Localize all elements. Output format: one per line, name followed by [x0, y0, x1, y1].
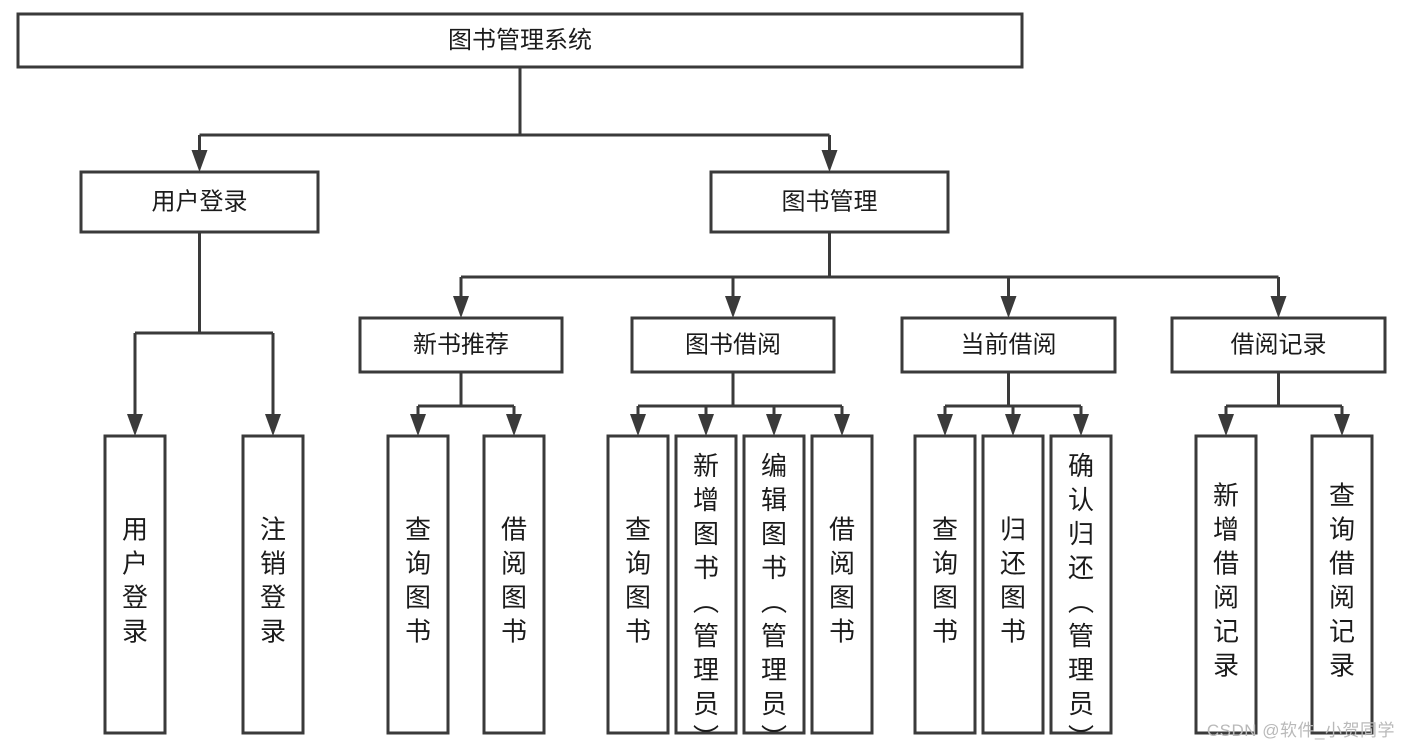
arrow-head-icon: [821, 150, 838, 172]
node-leaf-current-return[interactable]: 归还图书: [981, 434, 1045, 735]
node-box: [79, 170, 320, 234]
node-leaf-borrow-add[interactable]: 新增图书︵管理员︶: [674, 434, 738, 747]
node-box: [1194, 434, 1258, 735]
arrow-head-icon: [766, 414, 782, 436]
node-leaf-current-confirm[interactable]: 确认归还︵管理员︶: [1049, 434, 1113, 747]
node-label: 新增借阅记录: [1213, 481, 1239, 681]
node-leaf-user-logout[interactable]: 注销登录: [241, 434, 305, 735]
node-box: [913, 434, 977, 735]
arrow-head-icon: [1005, 414, 1021, 436]
node-label: 图书管理系统: [448, 27, 592, 54]
arrow-head-icon: [725, 296, 741, 318]
node-label: 图书借阅: [685, 331, 781, 358]
node-box: [674, 434, 738, 735]
connector-group: [410, 372, 522, 436]
node-box: [1049, 434, 1113, 735]
node-label: 确认归还︵管理员︶: [1068, 451, 1094, 747]
node-box: [630, 316, 836, 374]
node-label: 用户登录: [152, 188, 248, 215]
node-box: [606, 434, 670, 735]
node-current[interactable]: 当前借阅: [900, 316, 1117, 374]
node-borrow[interactable]: 图书借阅: [630, 316, 836, 374]
node-root[interactable]: 图书管理系统: [16, 12, 1024, 69]
arrow-head-icon: [698, 414, 714, 436]
connector-group: [1218, 372, 1350, 436]
node-leaf-borrow-query[interactable]: 查询图书: [606, 434, 670, 735]
arrow-head-icon: [410, 414, 426, 436]
arrow-head-icon: [1218, 414, 1234, 436]
node-leaf-new-borrow[interactable]: 借阅图书: [482, 434, 546, 735]
node-box: [482, 434, 546, 735]
node-label: 用户登录: [122, 515, 148, 647]
arrow-head-icon: [127, 414, 143, 436]
arrow-head-icon: [630, 414, 646, 436]
node-leaf-user-login[interactable]: 用户登录: [103, 434, 167, 735]
node-leaf-record-query[interactable]: 查询借阅记录: [1310, 434, 1374, 735]
node-label: 借阅记录: [1231, 331, 1327, 358]
connector-group: [453, 232, 1287, 318]
node-label: 当前借阅: [961, 331, 1057, 358]
node-label: 新增图书︵管理员︶: [693, 451, 719, 747]
node-box: [386, 434, 450, 735]
node-box: [241, 434, 305, 735]
node-records[interactable]: 借阅记录: [1170, 316, 1387, 374]
node-login[interactable]: 用户登录: [79, 170, 320, 234]
node-label: 查询图书: [405, 515, 431, 647]
node-layer: 图书管理系统用户登录图书管理新书推荐图书借阅当前借阅借阅记录用户登录注销登录查询…: [16, 12, 1387, 747]
node-label: 借阅图书: [829, 515, 855, 647]
connector-group: [127, 232, 281, 436]
arrow-head-icon: [506, 414, 522, 436]
node-label: 查询借阅记录: [1329, 481, 1355, 681]
connector-group: [937, 372, 1089, 436]
arrow-head-icon: [834, 414, 850, 436]
arrow-head-icon: [1270, 296, 1287, 318]
node-label: 借阅图书: [501, 515, 527, 647]
arrow-head-icon: [1334, 414, 1350, 436]
connector-group: [630, 372, 850, 436]
node-label: 编辑图书︵管理员︶: [761, 451, 787, 747]
node-leaf-record-add[interactable]: 新增借阅记录: [1194, 434, 1258, 735]
node-leaf-borrow-lend[interactable]: 借阅图书: [810, 434, 874, 735]
node-box: [709, 170, 950, 234]
arrow-head-icon: [265, 414, 281, 436]
node-label: 归还图书: [1000, 515, 1026, 647]
node-label: 注销登录: [260, 515, 286, 647]
node-label: 新书推荐: [413, 331, 509, 358]
node-box: [900, 316, 1117, 374]
node-label: 查询图书: [932, 515, 958, 647]
node-box: [1310, 434, 1374, 735]
arrow-head-icon: [937, 414, 953, 436]
node-bookmgmt[interactable]: 图书管理: [709, 170, 950, 234]
node-box: [16, 12, 1024, 69]
node-leaf-new-query[interactable]: 查询图书: [386, 434, 450, 735]
connector-group: [191, 67, 838, 172]
node-leaf-current-query[interactable]: 查询图书: [913, 434, 977, 735]
node-box: [1170, 316, 1387, 374]
node-label: 图书管理: [782, 188, 878, 215]
node-box: [103, 434, 167, 735]
node-label: 查询图书: [625, 515, 651, 647]
node-box: [742, 434, 806, 735]
arrow-head-icon: [1000, 296, 1017, 318]
arrow-head-icon: [1073, 414, 1089, 436]
node-newbook[interactable]: 新书推荐: [358, 316, 564, 374]
arrow-head-icon: [453, 296, 469, 318]
node-box: [358, 316, 564, 374]
arrow-head-icon: [191, 150, 208, 172]
connector-layer: [127, 67, 1350, 436]
node-box: [981, 434, 1045, 735]
node-leaf-borrow-edit[interactable]: 编辑图书︵管理员︶: [742, 434, 806, 747]
node-box: [810, 434, 874, 735]
